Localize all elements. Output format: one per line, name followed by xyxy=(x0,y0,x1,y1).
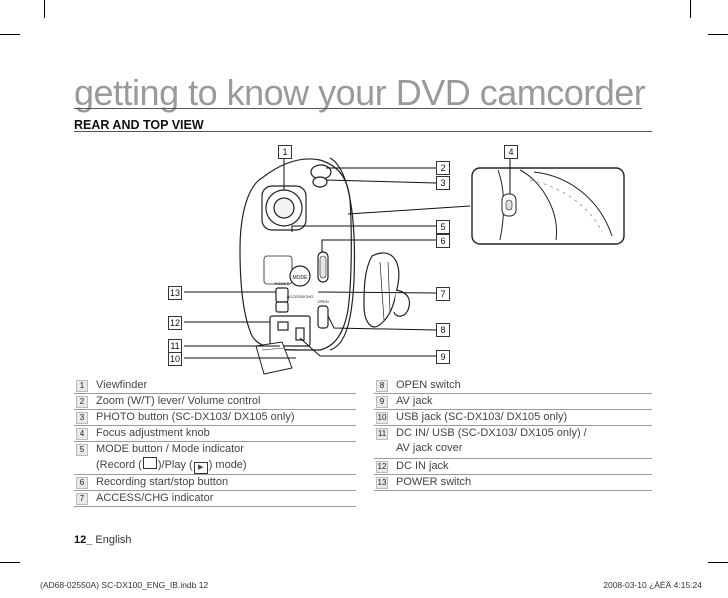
section-heading: REAR AND TOP VIEW xyxy=(74,118,204,132)
item-text: DC IN/ USB (SC-DX103/ DX105 only) / xyxy=(396,427,587,439)
item-number: 4 xyxy=(76,428,88,440)
callout-10: 10 xyxy=(168,352,182,366)
item-text: AV jack xyxy=(396,395,433,407)
callout-11: 11 xyxy=(168,339,182,353)
item-number: 7 xyxy=(76,493,88,505)
list-item: 5 MODE button / Mode indicator (Record (… xyxy=(74,441,356,474)
list-item: 4 Focus adjustment knob xyxy=(74,425,356,441)
item-text: Recording start/stop button xyxy=(96,476,229,488)
crop-mark xyxy=(708,562,728,563)
mode-label: MODE xyxy=(293,275,309,281)
callout-5: 5 xyxy=(436,220,450,234)
list-item: 3 PHOTO button (SC-DX103/ DX105 only) xyxy=(74,409,356,425)
item-number: 13 xyxy=(376,477,388,489)
callout-12: 12 xyxy=(168,316,182,330)
legend-left: 1 Viewfinder 2 Zoom (W/T) lever/ Volume co… xyxy=(74,378,356,507)
item-number: 8 xyxy=(376,380,388,392)
crop-mark xyxy=(0,34,20,35)
camera-icon xyxy=(142,457,157,469)
open-label: OPEN xyxy=(317,299,328,304)
list-item: 10 USB jack (SC-DX103/ DX105 only) xyxy=(374,409,652,425)
item-text: Viewfinder xyxy=(96,379,148,391)
callout-1: 1 xyxy=(278,145,292,159)
item-text: PHOTO button (SC-DX103/ DX105 only) xyxy=(96,411,295,423)
access-label: ACCESS/CHG xyxy=(287,294,313,299)
item-number: 6 xyxy=(76,477,88,489)
item-text: DC IN jack xyxy=(396,460,449,472)
list-item: 8 OPEN switch xyxy=(374,378,652,393)
item-text: OPEN switch xyxy=(396,379,461,391)
list-item: 6 Recording start/stop button xyxy=(74,474,356,490)
list-item: 2 Zoom (W/T) lever/ Volume control xyxy=(74,393,356,409)
power-label: POWER xyxy=(274,281,289,286)
mode-suffix: ) mode) xyxy=(208,459,247,471)
item-number: 11 xyxy=(376,428,388,440)
item-text-continuation: (Record ( )/Play (▶) mode) xyxy=(96,457,247,474)
callout-13: 13 xyxy=(168,286,182,300)
callout-4: 4 xyxy=(504,145,518,159)
crop-mark xyxy=(690,0,691,18)
page-footer: 12_ English xyxy=(74,534,132,546)
play-icon: ▶ xyxy=(193,462,208,474)
item-text: Focus adjustment knob xyxy=(96,427,210,439)
item-text: ACCESS/CHG indicator xyxy=(96,492,214,504)
footer-language: English xyxy=(95,534,132,546)
item-number: 3 xyxy=(76,412,88,424)
list-item: 11 DC IN/ USB (SC-DX103/ DX105 only) / A… xyxy=(374,425,652,458)
crop-mark xyxy=(708,34,728,35)
item-number: 1 xyxy=(76,380,88,392)
callout-3: 3 xyxy=(436,176,450,190)
item-text: USB jack (SC-DX103/ DX105 only) xyxy=(396,411,568,423)
list-item: 7 ACCESS/CHG indicator xyxy=(74,490,356,506)
page-title: getting to know your DVD camcorder xyxy=(74,72,646,113)
callout-2: 2 xyxy=(436,161,450,175)
crop-mark xyxy=(44,0,45,18)
item-number: 9 xyxy=(376,396,388,408)
list-item: 12 DC IN jack xyxy=(374,458,652,474)
item-text-continuation: AV jack cover xyxy=(396,442,463,454)
item-number: 10 xyxy=(376,412,388,424)
crop-mark xyxy=(0,562,20,563)
callout-6: 6 xyxy=(436,234,450,248)
item-number: 2 xyxy=(76,396,88,408)
record-mode-prefix: (Record ( xyxy=(96,459,142,471)
item-text: POWER switch xyxy=(396,476,472,488)
callout-9: 9 xyxy=(436,350,450,364)
list-item: 9 AV jack xyxy=(374,393,652,409)
play-mode-prefix: )/Play ( xyxy=(157,459,193,471)
item-number: 5 xyxy=(76,444,88,456)
list-item: 13 POWER switch xyxy=(374,474,652,490)
list-item: 1 Viewfinder xyxy=(74,378,356,393)
print-slug-right: 2008-03-10 ¿ÀÈÄ 4:15:24 xyxy=(603,580,702,590)
item-text: Zoom (W/T) lever/ Volume control xyxy=(96,395,261,407)
section-rule xyxy=(74,131,652,132)
print-slug-left: (AD68-02550A) SC-DX100_ENG_IB.indb 12 xyxy=(40,580,209,590)
legend-right: 8 OPEN switch 9 AV jack 10 USB jack (SC-DX1… xyxy=(374,378,652,491)
item-number: 12 xyxy=(376,461,388,473)
page-number: 12_ xyxy=(74,534,93,546)
item-text: MODE button / Mode indicator xyxy=(96,443,244,455)
callout-7: 7 xyxy=(436,287,450,301)
title-rule xyxy=(74,108,642,109)
callout-8: 8 xyxy=(436,323,450,337)
